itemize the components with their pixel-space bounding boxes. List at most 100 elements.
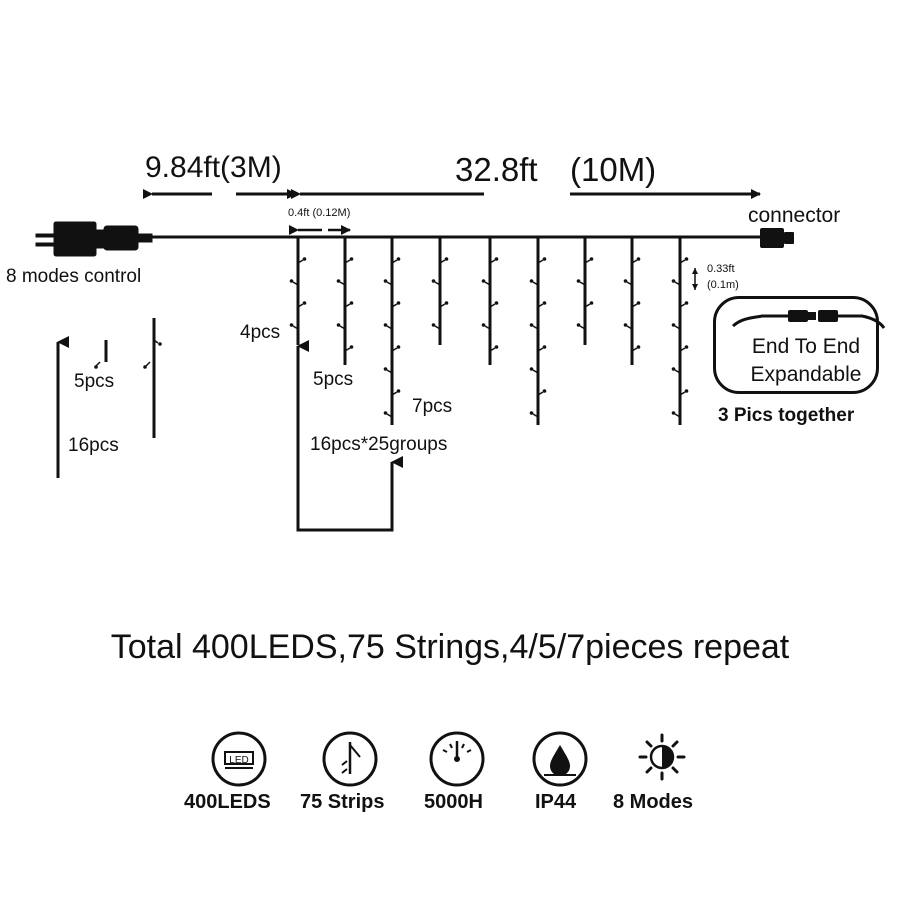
led-bulb-tip [576, 279, 581, 283]
led-bulb [339, 325, 346, 330]
led-bulb [584, 303, 591, 308]
led-bulb-tip [383, 323, 388, 327]
feature-label-strips: 75 Strips [300, 791, 385, 813]
led-bulb-tip [542, 301, 547, 305]
led-bulb [537, 347, 544, 352]
led-bulb-tip [542, 389, 547, 393]
sun-moon-icon [638, 733, 686, 781]
expandable-line1: End To End [751, 335, 861, 358]
led-bulb [537, 303, 544, 308]
led-bulb [631, 347, 638, 352]
led-bulb [674, 413, 681, 418]
water-drop-icon [532, 731, 588, 787]
led-bulb-tip [494, 345, 499, 349]
led-bulb-tip [349, 345, 354, 349]
legend-led [153, 339, 159, 344]
led-bulb-tip [589, 257, 594, 261]
led-bulb [537, 391, 544, 396]
led-bulb-tip [396, 345, 401, 349]
led-bulb [434, 325, 441, 330]
led-bulb-tip [636, 301, 641, 305]
led-bulb [434, 281, 441, 286]
led-bulb [386, 369, 393, 374]
led-bulb [344, 303, 351, 308]
led-bulb [489, 347, 496, 352]
group-bracket [296, 340, 403, 532]
group-bracket-line [296, 348, 394, 532]
led-bulb-tip [396, 301, 401, 305]
led-bulb [631, 303, 638, 308]
led-bulb-tip [383, 279, 388, 283]
legend-led [145, 361, 151, 367]
pcs-7-label: 7pcs [412, 396, 453, 417]
summary-title: Total 400LEDS,75 Strings,4/5/7pieces rep… [110, 628, 790, 666]
led-bulb [489, 303, 496, 308]
expandable-caption: 3 Pics together [718, 405, 855, 426]
led-bulb [386, 413, 393, 418]
led-bulb-tip [684, 389, 689, 393]
led-bulb [391, 391, 398, 396]
led-bulb-tip [431, 279, 436, 283]
led-bulb-tip [336, 323, 341, 327]
feature-label-hours: 5000H [424, 791, 483, 813]
led-bulb [584, 259, 591, 264]
led-bulb-tip [383, 367, 388, 371]
led-bulb [489, 259, 496, 264]
led-bulb [292, 325, 299, 330]
led-bulb [626, 325, 633, 330]
led-bulb-tip [684, 345, 689, 349]
led-bulb [292, 281, 299, 286]
led-bulb [532, 325, 539, 330]
led-bulb-tip [589, 301, 594, 305]
led-bulb [626, 281, 633, 286]
led-bulb-tip [396, 389, 401, 393]
led-bulb [679, 259, 686, 264]
led-bulb [579, 281, 586, 286]
led-bulb-tip [623, 279, 628, 283]
led-bulb-tip [383, 411, 388, 415]
led-bulb-tip [444, 257, 449, 261]
led-bulb-tip [396, 257, 401, 261]
led-bulb-tip [529, 279, 534, 283]
led-bulb [679, 303, 686, 308]
led-bulb-tip [444, 301, 449, 305]
led-bulb [391, 347, 398, 352]
feature-label-ip: IP44 [535, 791, 577, 813]
led-bulb [297, 303, 304, 308]
led-bulb [674, 369, 681, 374]
led-bulb-tip [636, 257, 641, 261]
spacing-label: 0.4ft (0.12M) [288, 207, 351, 219]
led-bulb [631, 259, 638, 264]
lead-length-label: 9.84ft(3M) [145, 151, 282, 184]
led-bulb-tip [289, 279, 294, 283]
led-bulb [391, 259, 398, 264]
led-bulb-tip [542, 257, 547, 261]
led-bulb-tip [494, 257, 499, 261]
main-length-m-label: (10M) [570, 151, 657, 188]
led-bulb-tip [529, 367, 534, 371]
led-bulb [439, 259, 446, 264]
led-bulb-tip [671, 279, 676, 283]
led-bulb-tip [336, 279, 341, 283]
led-bulb-tip [349, 301, 354, 305]
expandable-badge [713, 296, 879, 394]
pcs-5-left-label: 5pcs [74, 371, 115, 392]
led-bulb [532, 413, 539, 418]
connector-plug [760, 228, 794, 248]
led-bulb [339, 281, 346, 286]
legend-led [158, 342, 162, 346]
led-bulb-tip [529, 411, 534, 415]
led-bulb-tip [431, 323, 436, 327]
led-bulb-tip [671, 367, 676, 371]
led-bulb [297, 259, 304, 264]
led-spacing-m-label: (0.1m) [707, 279, 739, 291]
led-bulb [674, 325, 681, 330]
pcs-16-left-label: 16pcs [68, 435, 119, 456]
led-bulb [344, 347, 351, 352]
control-label: 8 modes control [6, 266, 142, 287]
legend-leds [94, 339, 162, 369]
pcs-4-label: 4pcs [240, 322, 281, 343]
led-bulb [386, 281, 393, 286]
